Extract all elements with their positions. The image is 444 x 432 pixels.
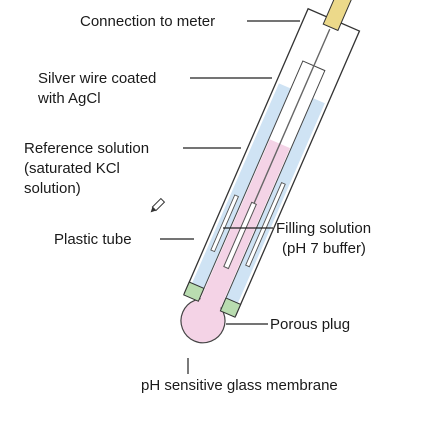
label-silver-line2: with AgCl — [37, 90, 101, 107]
electrode-drawing — [180, 0, 361, 344]
label-membrane: pH sensitive glass membrane — [141, 377, 338, 394]
label-reference-line2: (saturated KCl — [24, 160, 120, 177]
label-reference-line1: Reference solution — [24, 140, 149, 157]
label-connection: Connection to meter — [80, 13, 215, 30]
agcl-coating — [223, 201, 257, 270]
porous-plug-right — [219, 297, 242, 318]
label-reference-line3: solution) — [24, 180, 81, 197]
label-silver-line1: Silver wire coated — [38, 70, 156, 87]
reference-wire-left — [210, 194, 240, 253]
porous-plug-left — [183, 281, 205, 302]
label-filling-line2: (pH 7 buffer) — [282, 240, 366, 257]
pencil-cursor-icon — [150, 197, 166, 213]
label-plastic-tube: Plastic tube — [54, 231, 132, 248]
meter-connector — [322, 0, 354, 32]
label-filling-line1: Filling solution — [276, 220, 371, 237]
label-porous-plug: Porous plug — [270, 316, 350, 333]
leader-lines — [160, 20, 300, 374]
reference-wire-right — [245, 182, 286, 268]
